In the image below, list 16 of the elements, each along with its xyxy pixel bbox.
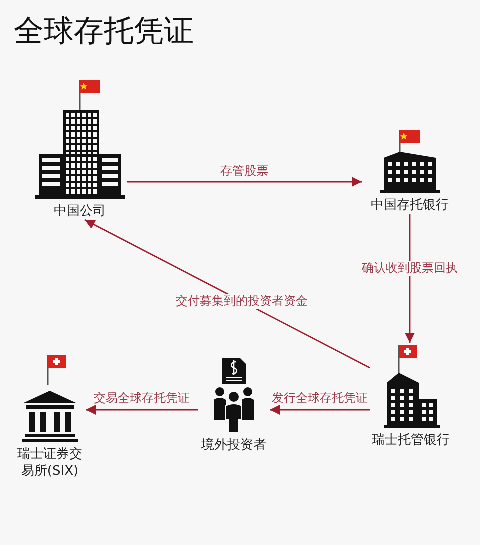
node-label: 瑞士证券交易所(SIX) [18, 446, 82, 480]
arrow [86, 405, 198, 415]
node-label: 中国存托银行 [371, 197, 449, 214]
node-label: 境外投资者 [202, 437, 266, 454]
edge-label: 存管股票 [220, 164, 270, 178]
arrow [270, 405, 370, 415]
edge-label: 交付募集到的投资者资金 [174, 294, 310, 309]
node-label: 中国公司 [54, 203, 106, 220]
edge-label: 发行全球存托凭证 [271, 390, 369, 406]
edge-label: 交易全球存托凭证 [93, 390, 191, 406]
arrow [405, 214, 415, 343]
arrow [127, 177, 362, 187]
node-label: 瑞士托管银行 [372, 432, 450, 449]
edge-label: 确认收到股票回执 [360, 260, 460, 276]
arrow [84, 219, 370, 369]
title: 全球存托凭证 [14, 13, 194, 51]
